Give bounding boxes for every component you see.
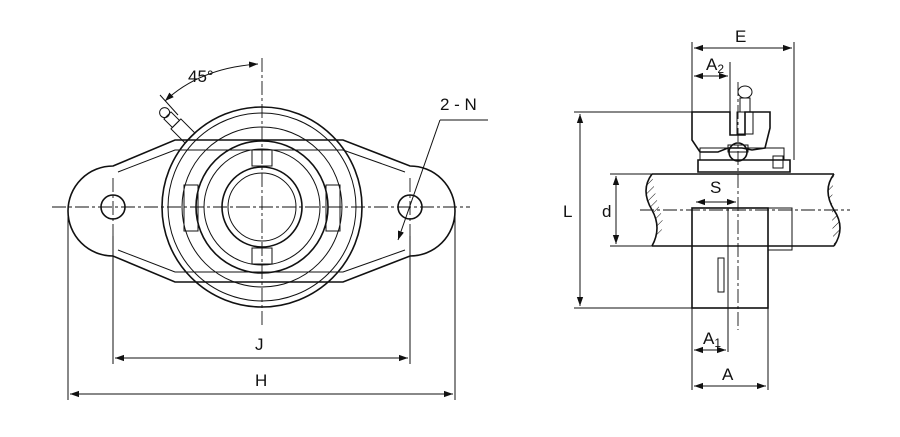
- grease-nipple-front: [159, 107, 196, 144]
- angle-arc: [164, 61, 259, 102]
- side-view: E A2 L d S A1 A: [563, 27, 850, 390]
- dimension-l-label: L: [563, 202, 572, 221]
- dimension-a2-label: A2: [706, 55, 724, 76]
- dimension-h-label: H: [255, 371, 267, 390]
- holes-leader: [397, 119, 441, 241]
- dimension-a-label: A: [722, 365, 734, 384]
- holes-label: 2 - N: [440, 95, 477, 114]
- front-view: 45° 2 - N J H: [52, 58, 488, 400]
- dimension-a1-label: A1: [703, 329, 721, 350]
- dimension-d-label: d: [602, 202, 611, 221]
- housing-body: [691, 207, 769, 309]
- dimension-e-label: E: [735, 27, 746, 46]
- dimension-s-label: S: [710, 178, 721, 197]
- shaft: [652, 173, 834, 247]
- flange-outline: [67, 139, 456, 283]
- angle-label: 45°: [188, 67, 214, 86]
- dimension-j-label: J: [255, 335, 264, 354]
